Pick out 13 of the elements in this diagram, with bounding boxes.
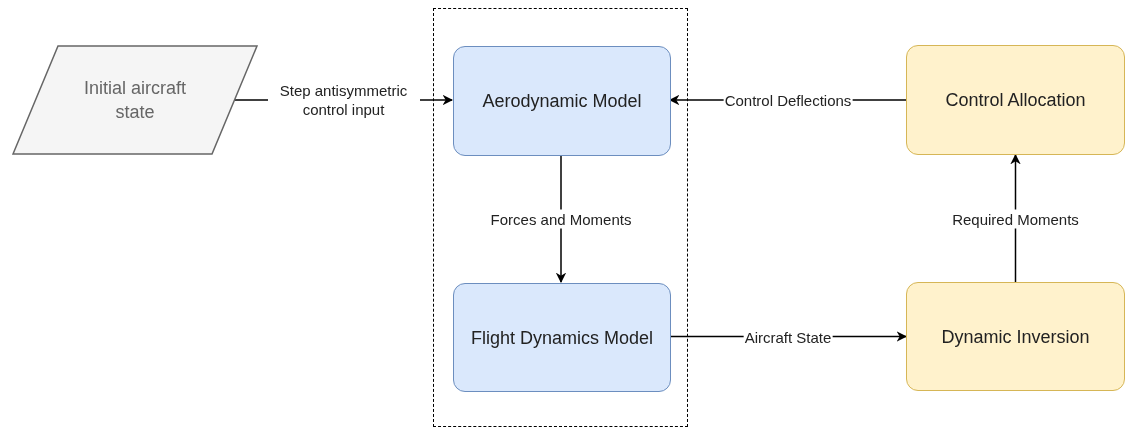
edge-label: Forces and Moments <box>489 209 633 228</box>
node-label: Initial aircraft state <box>82 77 187 124</box>
process-box <box>453 46 671 156</box>
node-label: Flight Dynamics Model <box>469 326 655 350</box>
input-parallelogram <box>12 45 258 155</box>
group-boundary <box>433 8 688 427</box>
node-label: Control Allocation <box>944 89 1087 112</box>
node-label: Dynamic Inversion <box>940 325 1091 349</box>
process-box <box>906 45 1125 155</box>
node-label: Aerodynamic Model <box>481 90 643 113</box>
process-box <box>906 282 1125 391</box>
process-box <box>453 283 671 392</box>
edge-label: Required Moments <box>951 209 1080 228</box>
